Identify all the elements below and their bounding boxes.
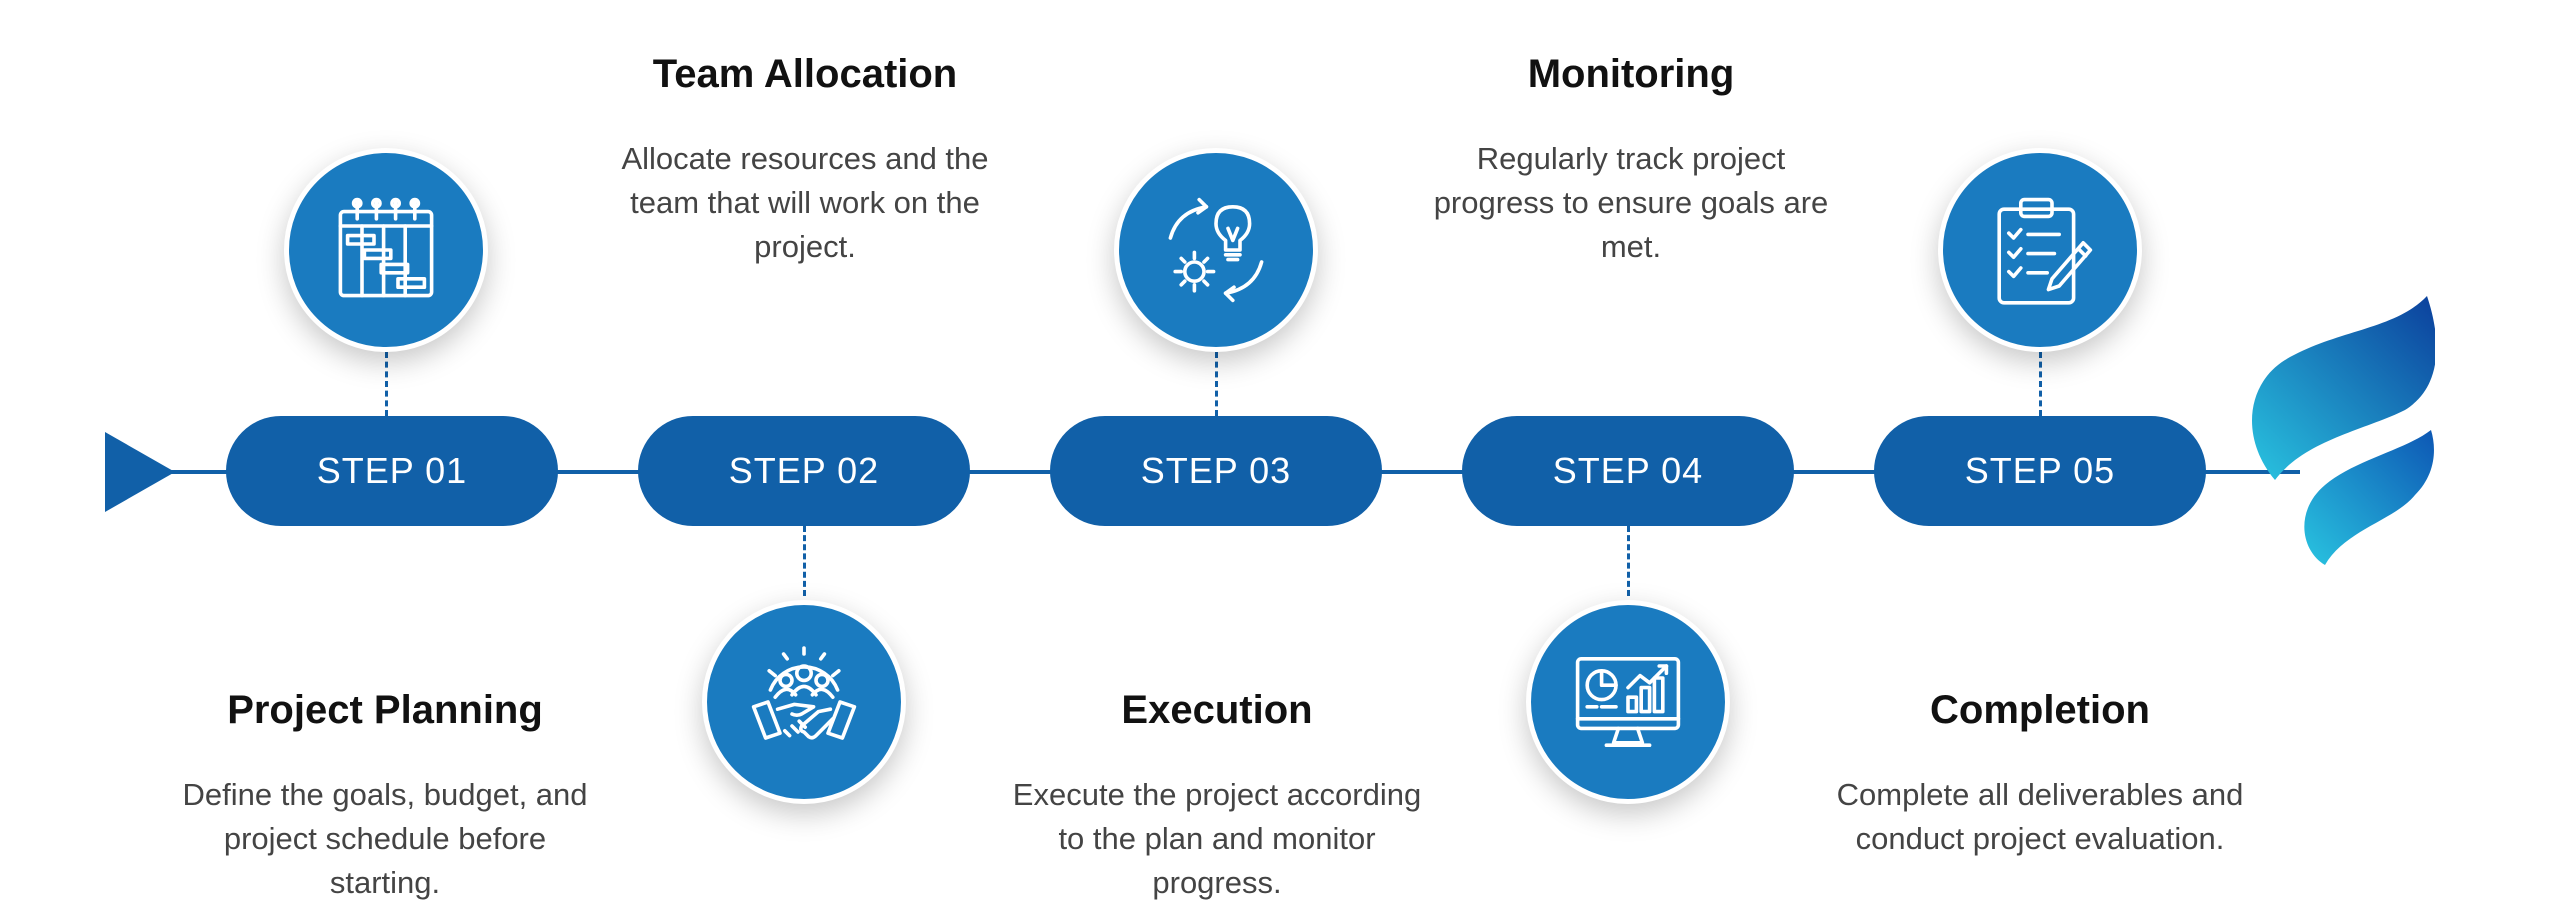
gear-idea-cycle-icon (1114, 148, 1318, 352)
step-05-connector (2039, 352, 2042, 416)
timeline-start-arrow-icon (105, 432, 175, 512)
step-04-description: Regularly track project progress to ensu… (1433, 141, 1829, 264)
step-03-description: Execute the project according to the pla… (1012, 777, 1422, 900)
step-04-pill: STEP 04 (1462, 416, 1794, 526)
step-02-pill: STEP 02 (638, 416, 970, 526)
step-03-title: Execution (1121, 688, 1313, 732)
step-02-title: Team Allocation (652, 52, 958, 96)
step-01-title: Project Planning (227, 688, 543, 732)
step-01-description: Define the goals, budget, and project sc… (182, 777, 588, 900)
step-04-title: Monitoring (1527, 52, 1735, 96)
gantt-chart-icon (284, 148, 488, 352)
step-05-pill: STEP 05 (1874, 416, 2206, 526)
brand-logo (2252, 296, 2435, 565)
step-05-description: Complete all deliverables and conduct pr… (1836, 777, 2244, 856)
team-handshake-icon (702, 600, 906, 804)
step-04-connector (1627, 526, 1630, 596)
step-01-connector (385, 352, 388, 416)
step-02-description: Allocate resources and the team that wil… (621, 141, 989, 264)
checklist-clipboard-icon (1938, 148, 2142, 352)
analytics-monitor-icon (1526, 600, 1730, 804)
step-01-pill: STEP 01 (226, 416, 558, 526)
step-05-title: Completion (1930, 688, 2150, 732)
step-02-connector (803, 526, 806, 596)
step-03-pill: STEP 03 (1050, 416, 1382, 526)
step-03-connector (1215, 352, 1218, 416)
